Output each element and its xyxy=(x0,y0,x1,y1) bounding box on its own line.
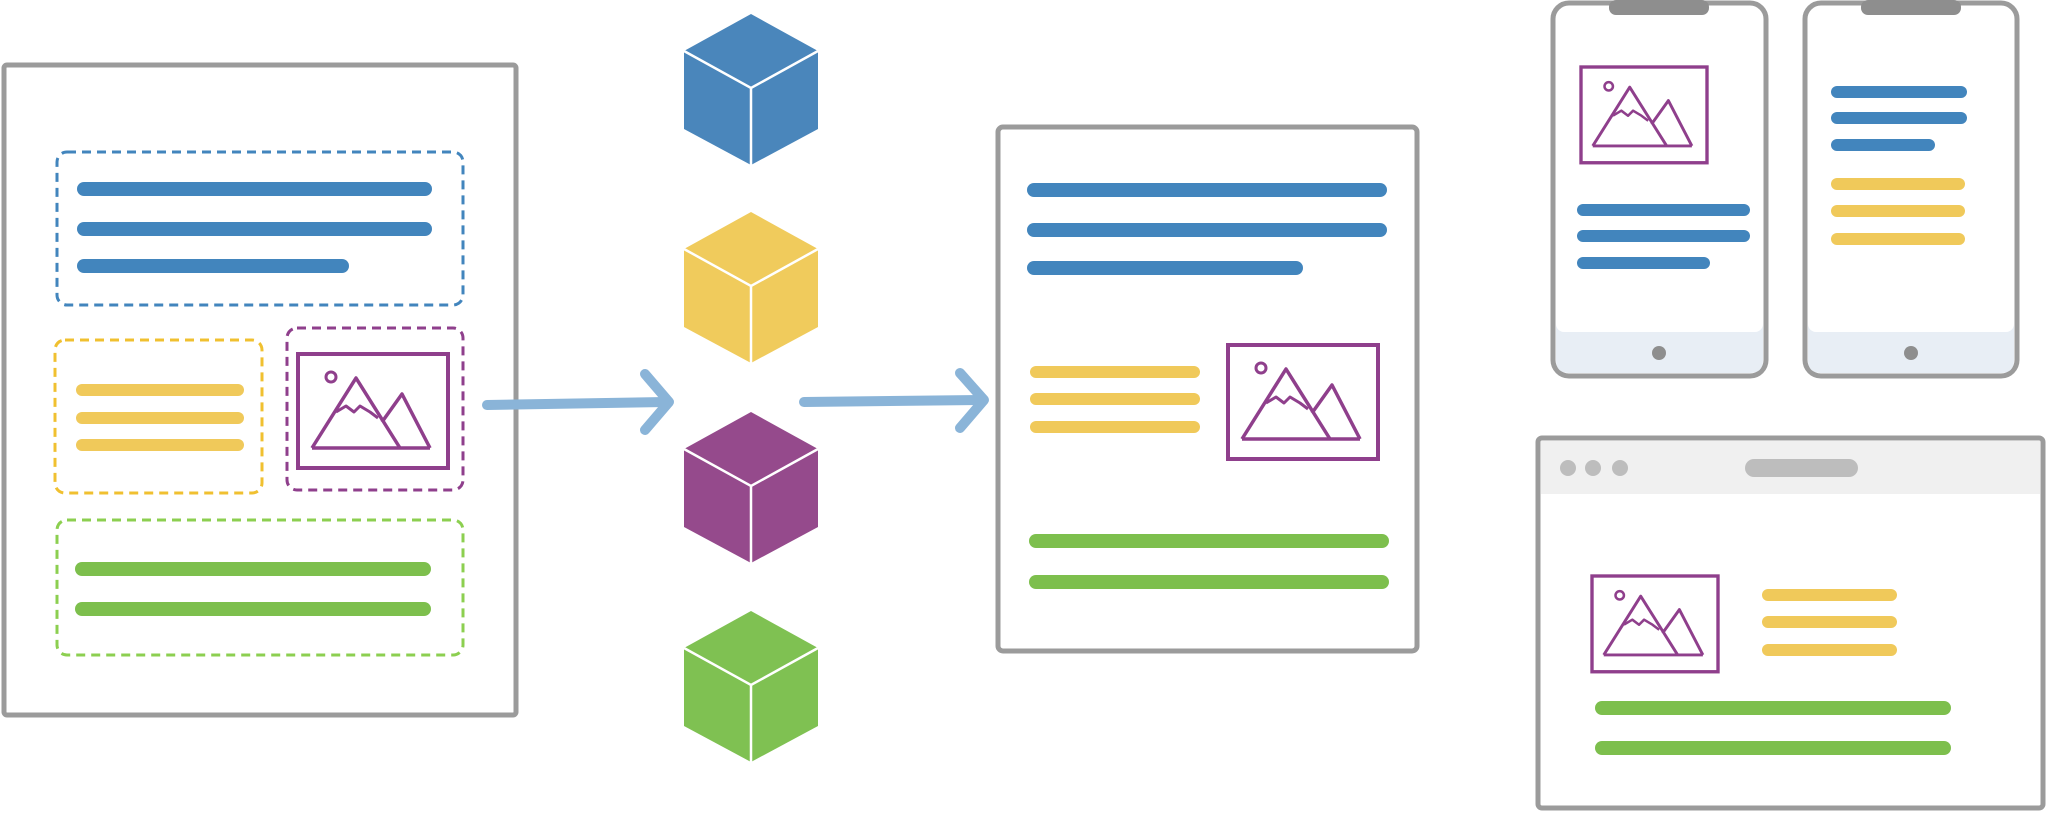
home-button xyxy=(1904,346,1918,360)
speaker-notch xyxy=(1861,0,1961,15)
phone-device-image-text xyxy=(1550,0,1769,379)
window-control-dot xyxy=(1612,460,1628,476)
arrow-right-icon xyxy=(799,368,989,433)
cube-icon-purple xyxy=(683,412,819,563)
speaker-notch xyxy=(1609,0,1709,15)
window-control-dot xyxy=(1585,460,1601,476)
window-control-dot xyxy=(1560,460,1576,476)
home-button xyxy=(1652,346,1666,360)
source-document xyxy=(1,62,519,718)
text-block-module-blue xyxy=(55,150,465,307)
image-icon xyxy=(1579,65,1709,165)
assembled-document xyxy=(995,124,1420,654)
image-icon xyxy=(1226,343,1380,461)
text-block-module-green xyxy=(55,518,465,657)
image-module-purple xyxy=(285,326,465,492)
image-icon xyxy=(1590,574,1720,674)
phone-device-text-only xyxy=(1802,0,2020,379)
assembled-document-frame xyxy=(995,124,1420,654)
address-bar xyxy=(1745,459,1858,477)
text-block-module-yellow xyxy=(53,338,264,495)
arrow-right-icon xyxy=(482,369,674,435)
cube-icon-green xyxy=(683,611,819,762)
cube-icon-yellow xyxy=(683,212,819,363)
cube-icon-blue xyxy=(683,14,819,165)
browser-window xyxy=(1535,435,2046,811)
